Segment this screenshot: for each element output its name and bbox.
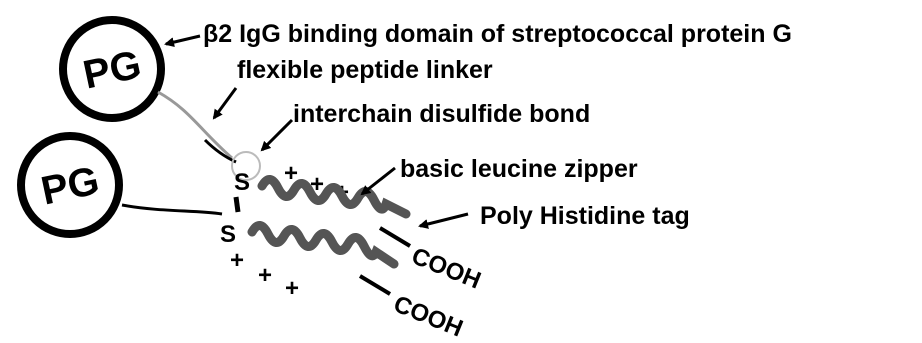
label-disulfide: interchain disulfide bond [293, 100, 590, 128]
cooh-bottom: COOH [390, 291, 467, 343]
label-b2-domain: β2 IgG binding domain of streptococcal p… [203, 20, 792, 48]
zipper-helix-bottom [247, 221, 399, 269]
pg-circle-bottom [17, 132, 123, 238]
disulfide-region [231, 151, 261, 181]
sulfur-bottom: S [220, 221, 236, 248]
cooh-top: COOH [408, 243, 485, 295]
charge-bottom-2: + [258, 262, 272, 289]
charge-top-1: + [284, 160, 298, 187]
linker-top-dark [203, 138, 237, 164]
disulfide-bond [233, 196, 241, 213]
histag-tail-top [378, 226, 412, 248]
arrow-b2-domain [164, 34, 201, 48]
linker-bottom [121, 203, 223, 216]
pg-circle-top [59, 16, 165, 122]
histag-tail-bottom [358, 274, 392, 296]
charge-bottom-1: + [230, 247, 244, 274]
arrow-zipper [360, 166, 396, 196]
label-histag: Poly Histidine tag [480, 202, 690, 230]
sulfur-top: S [234, 169, 250, 196]
arrow-histag [418, 212, 469, 229]
label-linker: flexible peptide linker [237, 56, 493, 84]
charge-bottom-3: + [285, 275, 299, 302]
linker-top [157, 90, 233, 160]
arrow-disulfide [260, 118, 294, 152]
label-zipper: basic leucine zipper [400, 155, 638, 183]
arrow-linker [212, 87, 238, 120]
